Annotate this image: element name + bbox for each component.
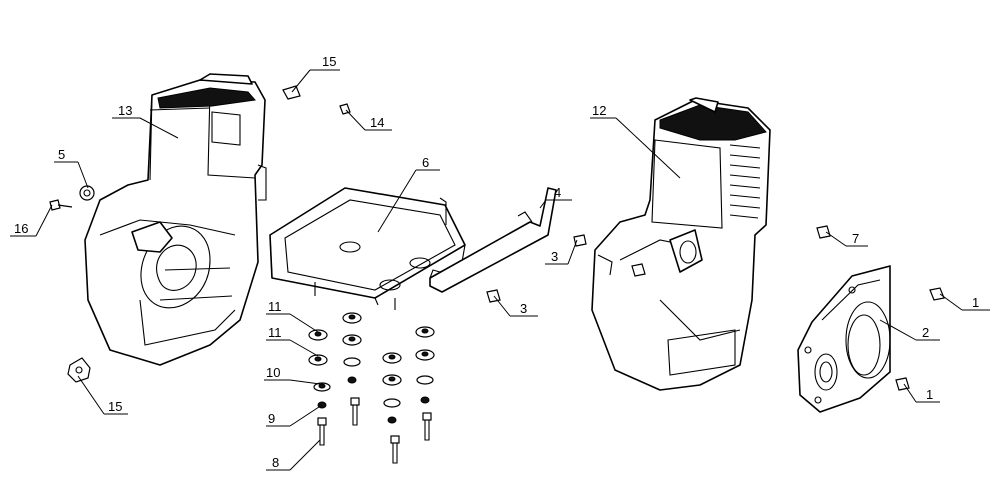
left-housing-part <box>84 73 267 366</box>
callout-label: 12 <box>592 103 606 118</box>
callout-label: 3 <box>520 301 527 316</box>
callout-label: 16 <box>14 221 28 236</box>
side-cover-part <box>797 265 891 413</box>
callout-label: 15 <box>322 54 336 69</box>
callout-label: 7 <box>852 231 859 246</box>
callout-label: 8 <box>272 455 279 470</box>
callout-c11b: 11 <box>266 325 319 357</box>
leader-line <box>266 313 319 333</box>
callout-c3a: 3 <box>545 239 578 265</box>
leader-line <box>77 375 128 415</box>
callout-c15a: 15 <box>291 54 340 93</box>
callout-label: 2 <box>922 325 929 340</box>
callout-c6: 6 <box>377 155 440 233</box>
leader-line <box>903 383 940 403</box>
bolt-part <box>486 289 501 303</box>
callout-c8: 8 <box>266 439 321 471</box>
callout-c14: 14 <box>345 109 392 131</box>
leader-line <box>264 379 321 385</box>
callout-label: 14 <box>370 115 384 130</box>
tray-bracket-part <box>269 187 466 310</box>
callout-label: 15 <box>108 399 122 414</box>
leader-line <box>291 69 340 93</box>
leader-line <box>345 109 392 131</box>
callout-c1b: 1 <box>903 383 940 403</box>
leader-line <box>939 293 990 311</box>
callout-c2: 2 <box>879 319 940 341</box>
leader-line <box>266 339 319 357</box>
leader-line <box>266 439 321 471</box>
leader-line <box>545 239 578 265</box>
callout-label: 1 <box>972 295 979 310</box>
callout-c13: 13 <box>112 103 179 139</box>
callout-c9: 9 <box>266 404 323 427</box>
callout-label: 4 <box>554 185 561 200</box>
callout-label: 13 <box>118 103 132 118</box>
bolt-part <box>631 263 646 277</box>
callout-label: 11 <box>268 325 282 340</box>
leader-line <box>266 404 323 427</box>
callout-c5: 5 <box>54 147 89 189</box>
bolt-part <box>573 234 587 247</box>
bolt-set <box>317 397 432 464</box>
callout-c12: 12 <box>590 103 681 179</box>
callout-c4: 4 <box>539 185 572 209</box>
callout-label: 3 <box>551 249 558 264</box>
right-housing-part <box>591 97 771 391</box>
callout-c15b: 15 <box>77 375 128 415</box>
callout-label: 10 <box>266 365 280 380</box>
leader-line <box>10 204 53 237</box>
clip-part <box>67 357 91 383</box>
bolt-part <box>929 287 945 301</box>
clip-part <box>282 85 301 100</box>
bolt-part <box>816 225 831 239</box>
callout-label: 9 <box>268 411 275 426</box>
leader-line <box>377 169 440 233</box>
callout-c16: 16 <box>10 204 53 237</box>
callout-label: 5 <box>58 147 65 162</box>
callout-label: 11 <box>268 299 282 314</box>
callout-c7: 7 <box>825 231 868 247</box>
grommet-set <box>308 312 435 424</box>
leader-line <box>54 161 89 189</box>
bar-bracket-part <box>429 187 557 293</box>
callout-label: 1 <box>926 387 933 402</box>
leader-line <box>879 319 940 341</box>
leader-line <box>493 295 538 317</box>
callout-c11a: 11 <box>266 299 319 333</box>
callout-c10: 10 <box>264 365 321 385</box>
callout-label: 6 <box>422 155 429 170</box>
leader-line <box>590 117 681 179</box>
leader-line <box>112 117 179 139</box>
callout-c3b: 3 <box>493 295 538 317</box>
screw-part <box>49 199 73 211</box>
leader-line <box>825 231 868 247</box>
hardware-parts <box>49 85 945 464</box>
callout-c1a: 1 <box>939 293 990 311</box>
leader-line <box>539 199 572 209</box>
ring-part <box>79 185 95 201</box>
